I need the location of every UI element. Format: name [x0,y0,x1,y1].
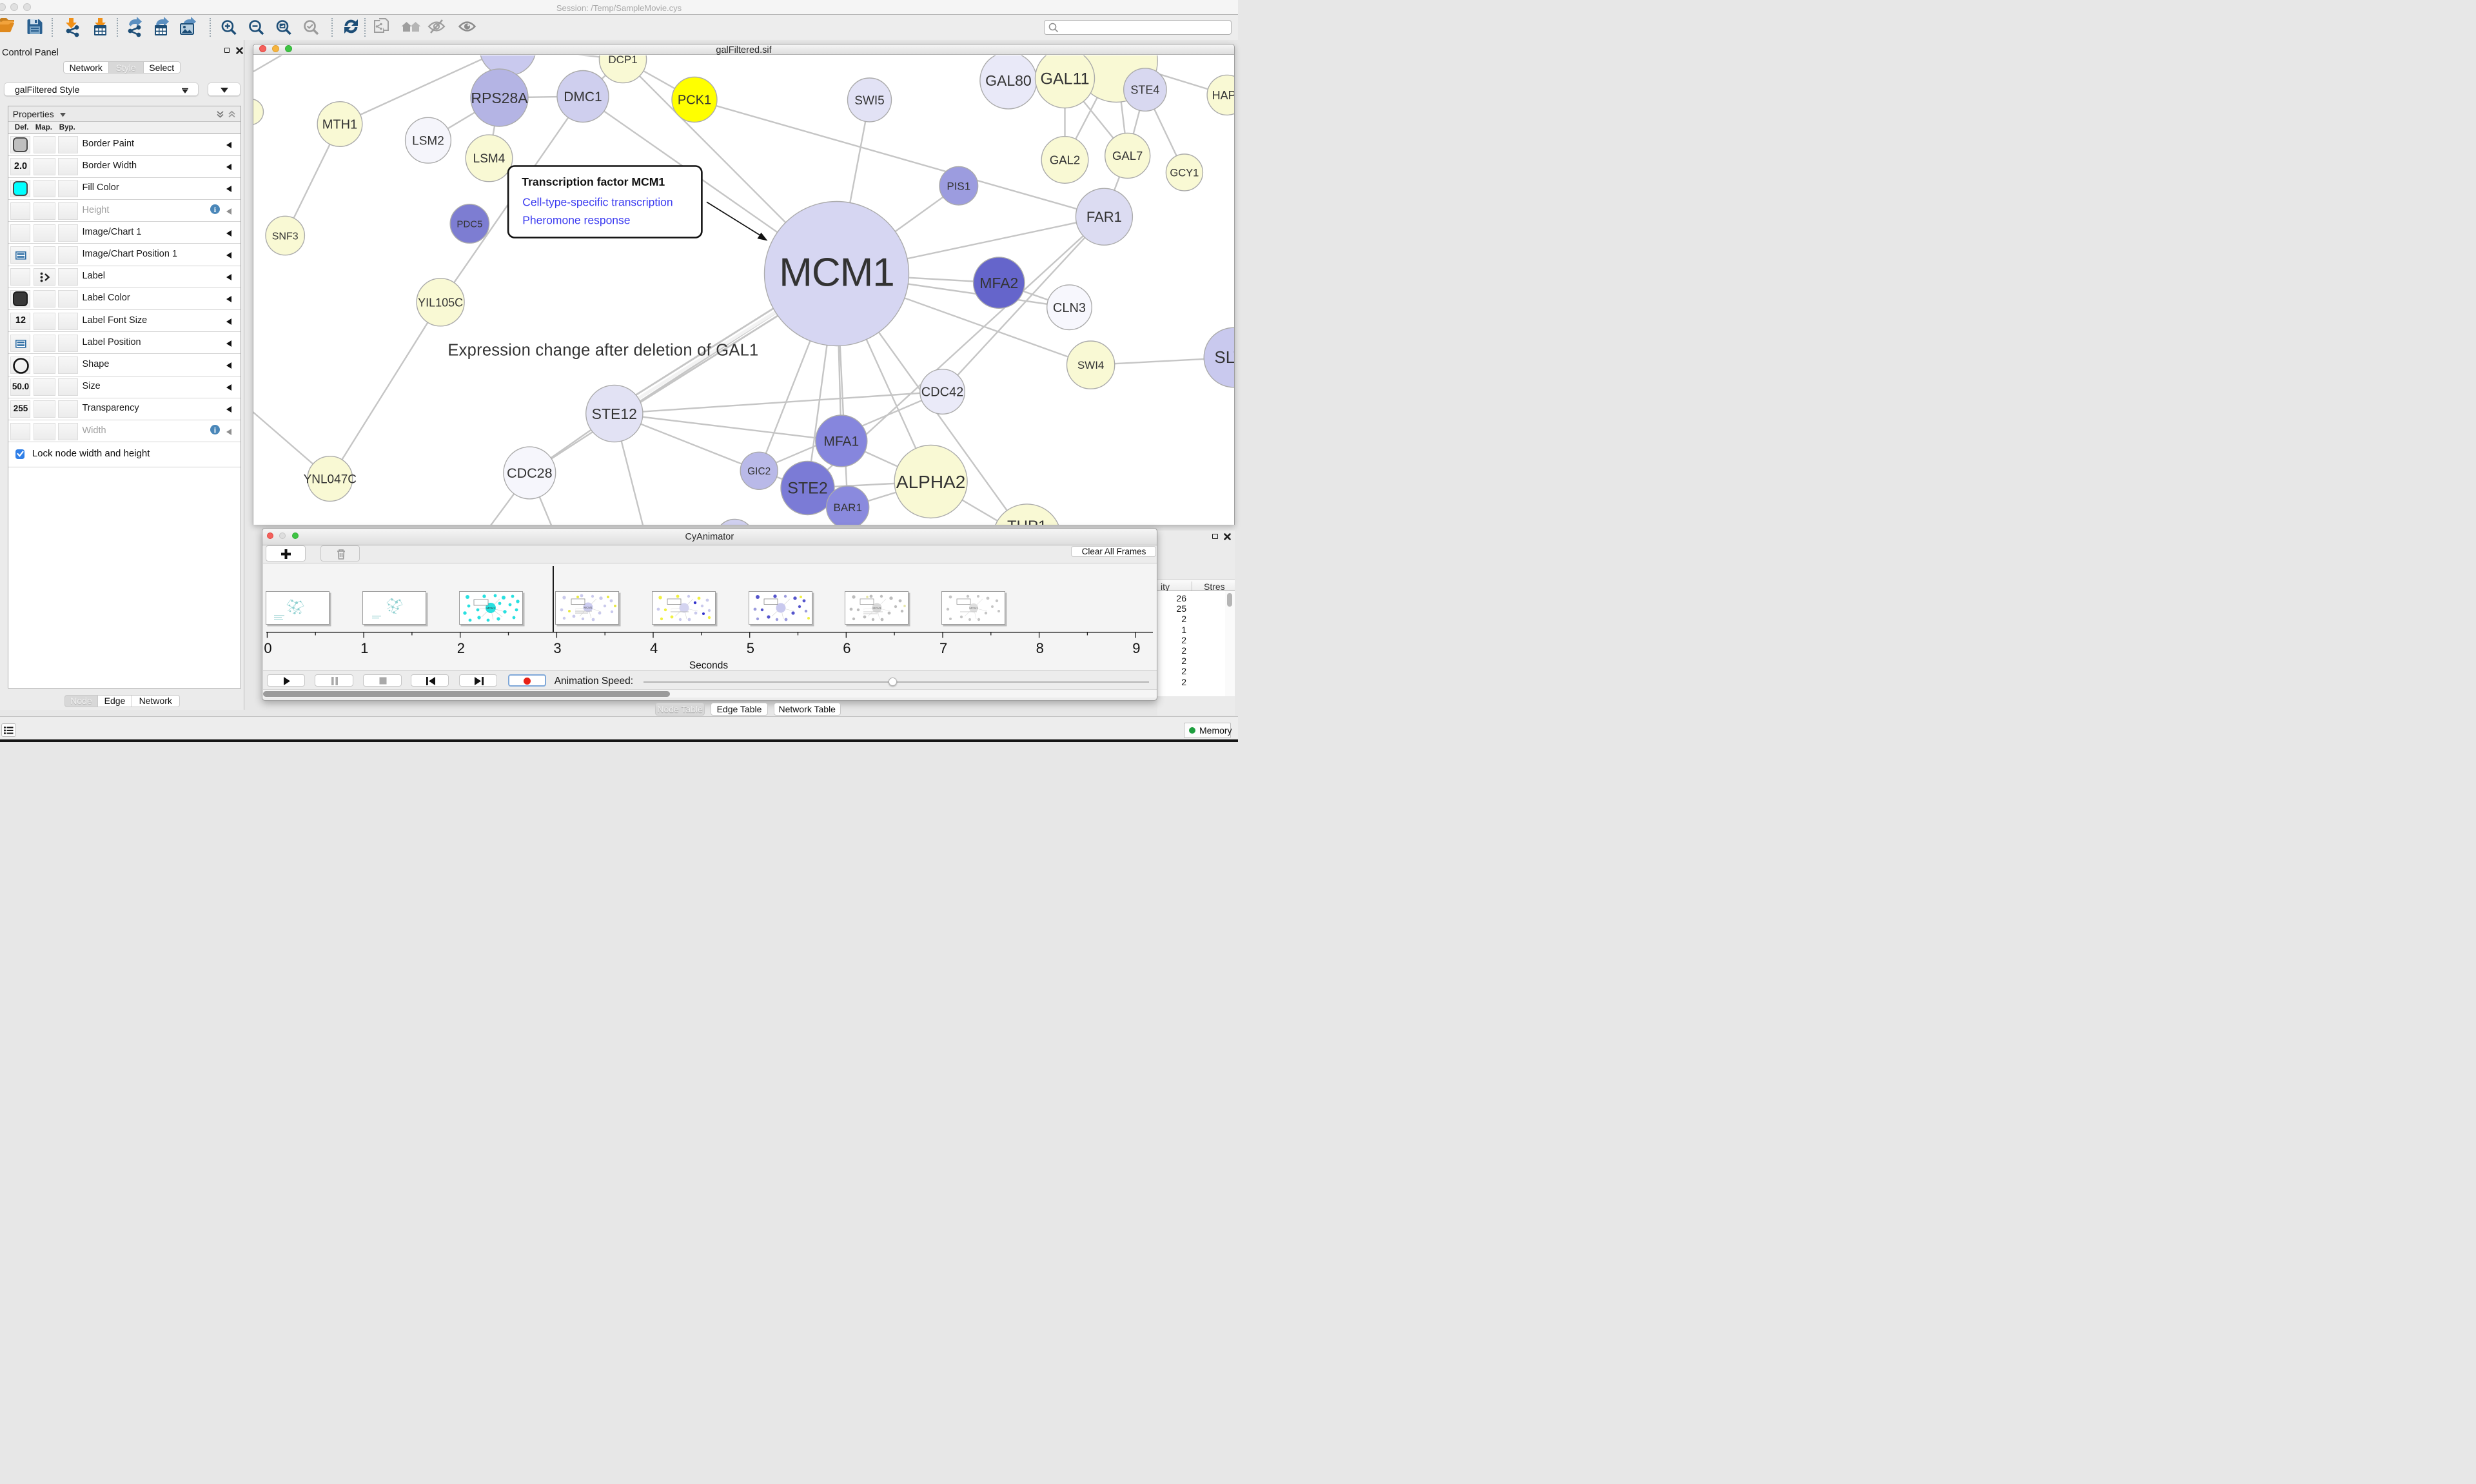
svg-text:BAR1: BAR1 [833,501,861,513]
svg-text:MCM1: MCM1 [873,607,882,610]
svg-text:Cell-type-specific transcripti: Cell-type-specific transcription [522,195,673,208]
svg-text:SNF3: SNF3 [272,231,299,242]
svg-text:MCM1: MCM1 [486,607,495,610]
svg-text:GAL7: GAL7 [1112,149,1143,162]
svg-text:Pheromone response: Pheromone response [522,213,630,226]
svg-text:3: 3 [553,640,561,656]
svg-text:PIS1: PIS1 [947,180,970,192]
svg-text:0: 0 [264,640,271,656]
svg-text:GIC2: GIC2 [747,465,771,476]
svg-text:MCM1: MCM1 [779,250,894,295]
svg-text:2: 2 [457,640,465,656]
svg-text:RPS28A: RPS28A [471,89,528,106]
svg-text:7: 7 [939,640,947,656]
svg-text:Seconds: Seconds [689,660,729,671]
svg-text:PCK1: PCK1 [678,93,711,107]
svg-text:STE4: STE4 [1130,83,1159,96]
svg-text:4: 4 [650,640,658,656]
svg-text:YIL105C: YIL105C [418,296,463,309]
svg-text:YNL047C: YNL047C [304,473,357,486]
svg-text:PDC5: PDC5 [457,219,482,229]
svg-text:LSM2: LSM2 [412,134,444,148]
svg-text:MCM1: MCM1 [584,606,593,609]
svg-text:CDC28: CDC28 [507,465,553,481]
svg-text:HAP2: HAP2 [1212,88,1234,101]
svg-text:MFA2: MFA2 [979,274,1018,291]
svg-text:GCY1: GCY1 [1170,167,1199,179]
svg-text:Expression change after deleti: Expression change after deletion of GAL1 [447,341,758,359]
svg-text:GAL2: GAL2 [1050,153,1080,166]
svg-text:TUP1: TUP1 [1007,518,1046,525]
svg-text:MTH1: MTH1 [322,117,357,132]
svg-text:8: 8 [1036,640,1044,656]
svg-text:5: 5 [747,640,754,656]
svg-text:SLT2: SLT2 [1214,347,1234,367]
svg-text:SWI5: SWI5 [854,93,884,107]
svg-text:STE2: STE2 [787,479,828,497]
svg-text:GAL80: GAL80 [985,72,1032,89]
svg-text:CLN3: CLN3 [1053,300,1086,315]
svg-text:STE12: STE12 [592,405,637,422]
svg-text:FAR1: FAR1 [1086,209,1122,225]
svg-text:LSM4: LSM4 [473,152,506,166]
svg-text:MFA1: MFA1 [823,434,859,449]
svg-text:SWI4: SWI4 [1077,359,1105,371]
svg-text:6: 6 [843,640,850,656]
svg-text:9: 9 [1132,640,1140,656]
svg-text:MCM1: MCM1 [970,607,979,610]
svg-text:1: 1 [360,640,368,656]
svg-text:ALPHA2: ALPHA2 [896,471,965,491]
svg-text:CDC42: CDC42 [921,385,964,399]
svg-text:Transcription factor MCM1: Transcription factor MCM1 [522,175,665,188]
svg-text:GAL11: GAL11 [1041,70,1090,88]
svg-text:DCP1: DCP1 [608,55,637,66]
svg-text:DMC1: DMC1 [564,90,602,104]
